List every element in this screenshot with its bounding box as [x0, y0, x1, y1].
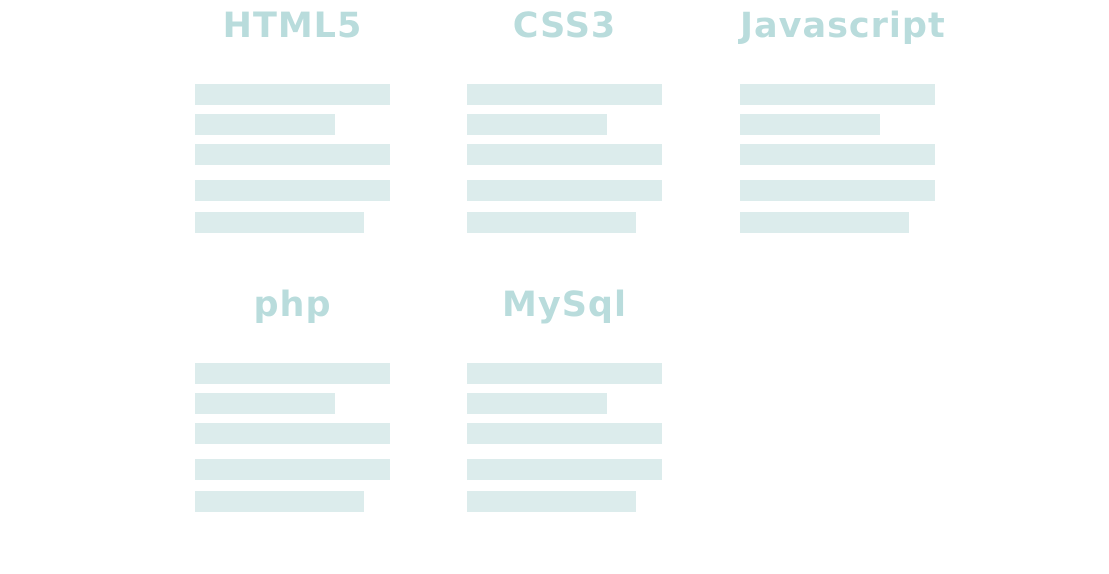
- text-placeholder-line: [740, 114, 880, 135]
- text-placeholder-line: [467, 459, 662, 480]
- text-placeholder-line: [467, 114, 607, 135]
- text-placeholder-line: [195, 180, 390, 201]
- text-placeholder-line: [740, 144, 935, 165]
- skill-card-css3: CSS3: [467, 6, 662, 233]
- text-placeholder-line: [195, 144, 390, 165]
- skill-title: php: [253, 285, 332, 325]
- text-placeholder-line: [467, 180, 662, 201]
- text-placeholder-line: [467, 212, 636, 233]
- text-placeholder-block: [195, 363, 390, 513]
- text-placeholder-line: [467, 363, 662, 384]
- skill-title: CSS3: [512, 6, 617, 46]
- text-placeholder-line: [195, 212, 364, 233]
- text-placeholder-line: [467, 144, 662, 165]
- skill-title: Javascript: [740, 6, 946, 46]
- text-placeholder-line: [195, 491, 364, 512]
- text-placeholder-line: [740, 212, 909, 233]
- skill-card-html5: HTML5: [195, 6, 390, 233]
- text-placeholder-line: [740, 84, 935, 105]
- text-placeholder-line: [740, 180, 935, 201]
- skill-card-php: php: [195, 285, 390, 512]
- skill-card-mysql: MySql: [467, 285, 662, 512]
- text-placeholder-block: [467, 84, 662, 234]
- text-placeholder-block: [467, 363, 662, 513]
- skill-card-javascript: Javascript: [740, 6, 946, 233]
- text-placeholder-line: [467, 84, 662, 105]
- text-placeholder-line: [195, 393, 335, 414]
- skill-title: MySql: [502, 285, 627, 325]
- text-placeholder-line: [467, 423, 662, 444]
- text-placeholder-line: [195, 363, 390, 384]
- text-placeholder-block: [740, 84, 935, 234]
- skill-title: HTML5: [222, 6, 363, 46]
- text-placeholder-line: [195, 423, 390, 444]
- text-placeholder-line: [195, 84, 390, 105]
- text-placeholder-line: [195, 114, 335, 135]
- text-placeholder-block: [195, 84, 390, 234]
- text-placeholder-line: [467, 393, 607, 414]
- text-placeholder-line: [195, 459, 390, 480]
- text-placeholder-line: [467, 491, 636, 512]
